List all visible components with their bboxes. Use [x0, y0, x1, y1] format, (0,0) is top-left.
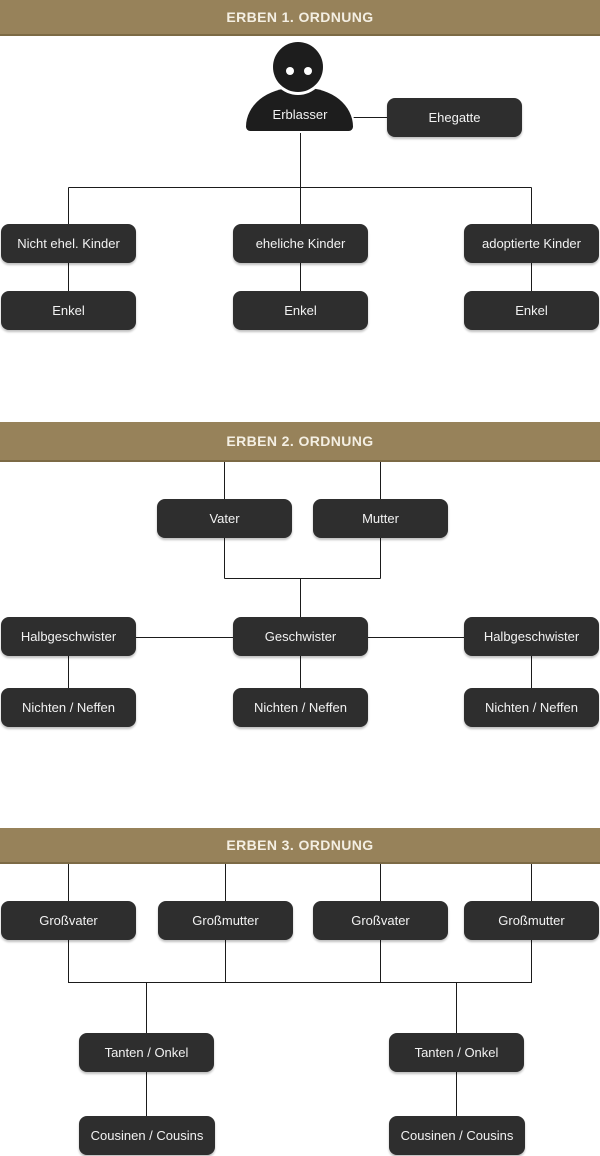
- node-grossvater-1: Großvater: [1, 901, 136, 940]
- section-3-header: ERBEN 3. ORDNUNG: [0, 828, 600, 864]
- node-nichten-neffen-2: Nichten / Neffen: [233, 688, 368, 727]
- node-grossvater-2: Großvater: [313, 901, 448, 940]
- node-geschwister: Geschwister: [233, 617, 368, 656]
- section-3-title: ERBEN 3. ORDNUNG: [226, 837, 374, 853]
- node-cousinen-cousins-left: Cousinen / Cousins: [79, 1116, 215, 1155]
- node-tanten-onkel-right: Tanten / Onkel: [389, 1033, 524, 1072]
- node-erblasser: Erblasser: [272, 107, 328, 122]
- section-2-header: ERBEN 2. ORDNUNG: [0, 422, 600, 462]
- section-1-header: ERBEN 1. ORDNUNG: [0, 0, 600, 36]
- person-head-shape: [273, 42, 323, 92]
- person-eye-left: [286, 67, 294, 75]
- node-cousinen-cousins-right: Cousinen / Cousins: [389, 1116, 525, 1155]
- node-halbgeschwister-right: Halbgeschwister: [464, 617, 599, 656]
- node-adoptierte-kinder: adoptierte Kinder: [464, 224, 599, 263]
- node-nicht-ehel-kinder: Nicht ehel. Kinder: [1, 224, 136, 263]
- node-nichten-neffen-1: Nichten / Neffen: [1, 688, 136, 727]
- node-mutter: Mutter: [313, 499, 448, 538]
- person-eye-right: [304, 67, 312, 75]
- node-enkel-2: Enkel: [233, 291, 368, 330]
- node-vater: Vater: [157, 499, 292, 538]
- section-1-title: ERBEN 1. ORDNUNG: [226, 9, 374, 25]
- erblasser-person-icon: Erblasser: [245, 40, 355, 133]
- node-halbgeschwister-left: Halbgeschwister: [1, 617, 136, 656]
- node-nichten-neffen-3: Nichten / Neffen: [464, 688, 599, 727]
- node-enkel-3: Enkel: [464, 291, 599, 330]
- section-2-title: ERBEN 2. ORDNUNG: [226, 433, 374, 449]
- node-ehegatte: Ehegatte: [387, 98, 522, 137]
- node-grossmutter-2: Großmutter: [464, 901, 599, 940]
- node-enkel-1: Enkel: [1, 291, 136, 330]
- node-eheliche-kinder: eheliche Kinder: [233, 224, 368, 263]
- node-grossmutter-1: Großmutter: [158, 901, 293, 940]
- node-tanten-onkel-left: Tanten / Onkel: [79, 1033, 214, 1072]
